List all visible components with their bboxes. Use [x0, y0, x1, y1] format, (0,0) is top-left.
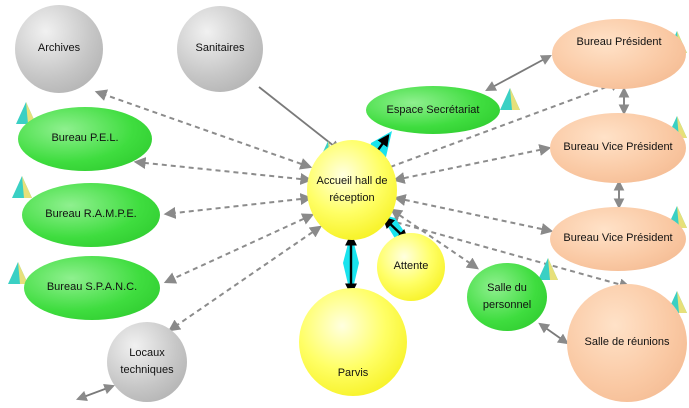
- node-label: Archives: [37, 42, 81, 55]
- node-bureau-vice-president-2: Bureau Vice Président: [550, 207, 686, 271]
- link-locaux-techniques: [168, 225, 322, 332]
- link-vice-president-2: [393, 194, 554, 235]
- node-accueil-hall: Accueil hall de réception: [307, 140, 397, 240]
- node-label: Locaux techniques: [120, 346, 174, 376]
- node-label: Sanitaires: [195, 42, 245, 55]
- link-vice-president-1: [392, 144, 552, 184]
- node-label: Attente: [393, 260, 429, 273]
- node-locaux-techniques: Locaux techniques: [107, 322, 187, 402]
- link-personnel-reunions: [538, 322, 569, 345]
- node-salle-personnel: Salle du personnel: [467, 263, 547, 331]
- node-label: Bureau P.E.L.: [51, 132, 119, 145]
- node-espace-secretariat: Espace Secrétariat: [366, 86, 500, 134]
- node-label: Salle du personnel: [482, 281, 532, 311]
- link-bureau-pel: [133, 157, 313, 185]
- triangle-icon: [538, 258, 558, 280]
- node-bureau-spanc: Bureau S.P.A.N.C.: [24, 256, 160, 320]
- node-bureau-president: Bureau Président: [552, 19, 686, 89]
- node-label: Bureau S.P.A.N.C.: [46, 281, 138, 294]
- triangle-icon: [500, 88, 520, 110]
- node-label: Bureau R.A.M.P.E.: [45, 208, 137, 221]
- node-bureau-pel: Bureau P.E.L.: [18, 107, 152, 171]
- link-salle-reunions: [385, 216, 632, 291]
- node-label: Bureau Président: [576, 36, 662, 49]
- link-secretariat-president: [485, 54, 552, 92]
- node-label: Parvis: [337, 367, 369, 380]
- link-bureau-president: [379, 79, 623, 173]
- link-sanitaires: [258, 86, 341, 152]
- node-label: Bureau Vice Président: [563, 141, 673, 154]
- node-archives: Archives: [15, 5, 103, 93]
- link-bureau-rampe: [163, 193, 313, 219]
- node-parvis: Parvis: [299, 288, 407, 396]
- node-bureau-rampe: Bureau R.A.M.P.E.: [22, 183, 160, 247]
- link-archives: [94, 89, 313, 170]
- node-label: Bureau Vice Président: [563, 232, 673, 245]
- link-locaux-exit: [75, 383, 116, 402]
- link-accueil-parvis: [343, 232, 359, 297]
- node-label: Accueil hall de réception: [316, 174, 388, 204]
- triangle-icon: [12, 176, 32, 198]
- node-salle-reunions: Salle de réunions: [567, 284, 687, 402]
- node-bureau-vice-president-1: Bureau Vice Président: [550, 113, 686, 183]
- node-label: Espace Secrétariat: [386, 104, 480, 116]
- node-sanitaires: Sanitaires: [177, 6, 263, 92]
- node-label: Salle de réunions: [584, 336, 670, 349]
- node-attente: Attente: [377, 233, 445, 301]
